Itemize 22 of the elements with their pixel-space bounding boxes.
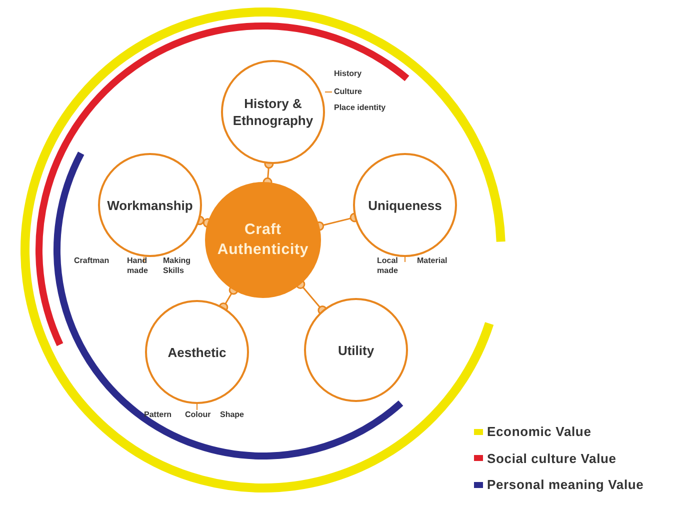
connector: [296, 280, 328, 316]
legend-label: Social culture Value: [487, 450, 616, 468]
attribute-label: Place identity: [334, 103, 387, 113]
legend-label: Economic Value: [487, 423, 592, 441]
attribute-label: History: [334, 69, 363, 79]
node-label: Uniqueness: [367, 196, 443, 214]
legend-label: Personal meaning Value: [487, 476, 644, 494]
attribute-label: Hand made: [127, 256, 149, 276]
attribute-label: Material: [417, 256, 448, 266]
attribute-label: Pattern: [144, 410, 173, 420]
node-label: History & Ethnography: [232, 95, 314, 129]
node-label: Utility: [336, 342, 376, 358]
node-label: Aesthetic: [166, 344, 228, 360]
attribute-label: Making Skills: [163, 256, 192, 276]
attribute-label: Craftman: [74, 256, 110, 266]
attribute-label: Colour: [185, 410, 212, 420]
node-label: Workmanship: [106, 196, 194, 214]
attribute-label: Shape: [220, 410, 246, 420]
attribute-label: Local made: [377, 256, 399, 276]
connector: [218, 285, 238, 312]
attribute-label: Culture: [334, 87, 363, 97]
node-label: Craft Authenticity: [216, 220, 310, 260]
